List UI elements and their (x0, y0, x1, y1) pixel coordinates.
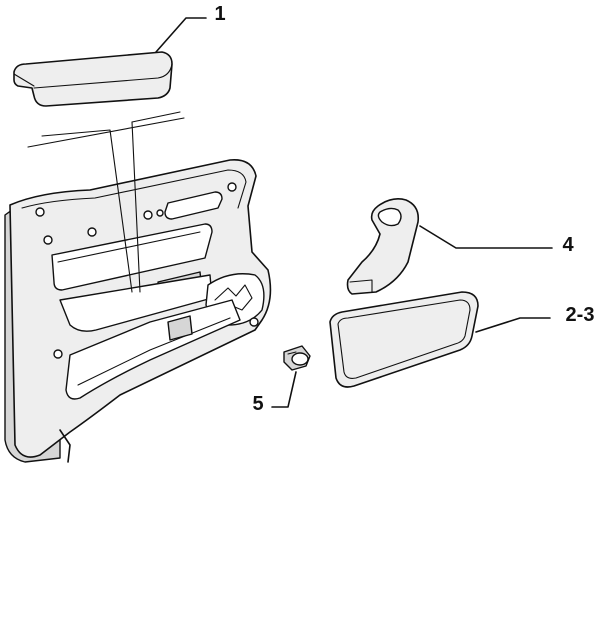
assembly-projection-lines (27, 111, 185, 293)
door-trim-panel (4, 159, 272, 463)
pocket-trim-panel (329, 291, 479, 388)
callout-labels: 1 4 2-3 5 (214, 3, 594, 415)
callout-label-4: 4 (562, 234, 574, 256)
callout-label-1: 1 (214, 3, 225, 25)
pull-handle (346, 198, 420, 295)
callout-label-2-3: 2-3 (566, 304, 595, 326)
callout-leaders (155, 17, 553, 408)
clip-fastener (283, 345, 311, 371)
armrest-pad (13, 51, 173, 107)
callout-label-5: 5 (252, 393, 263, 415)
